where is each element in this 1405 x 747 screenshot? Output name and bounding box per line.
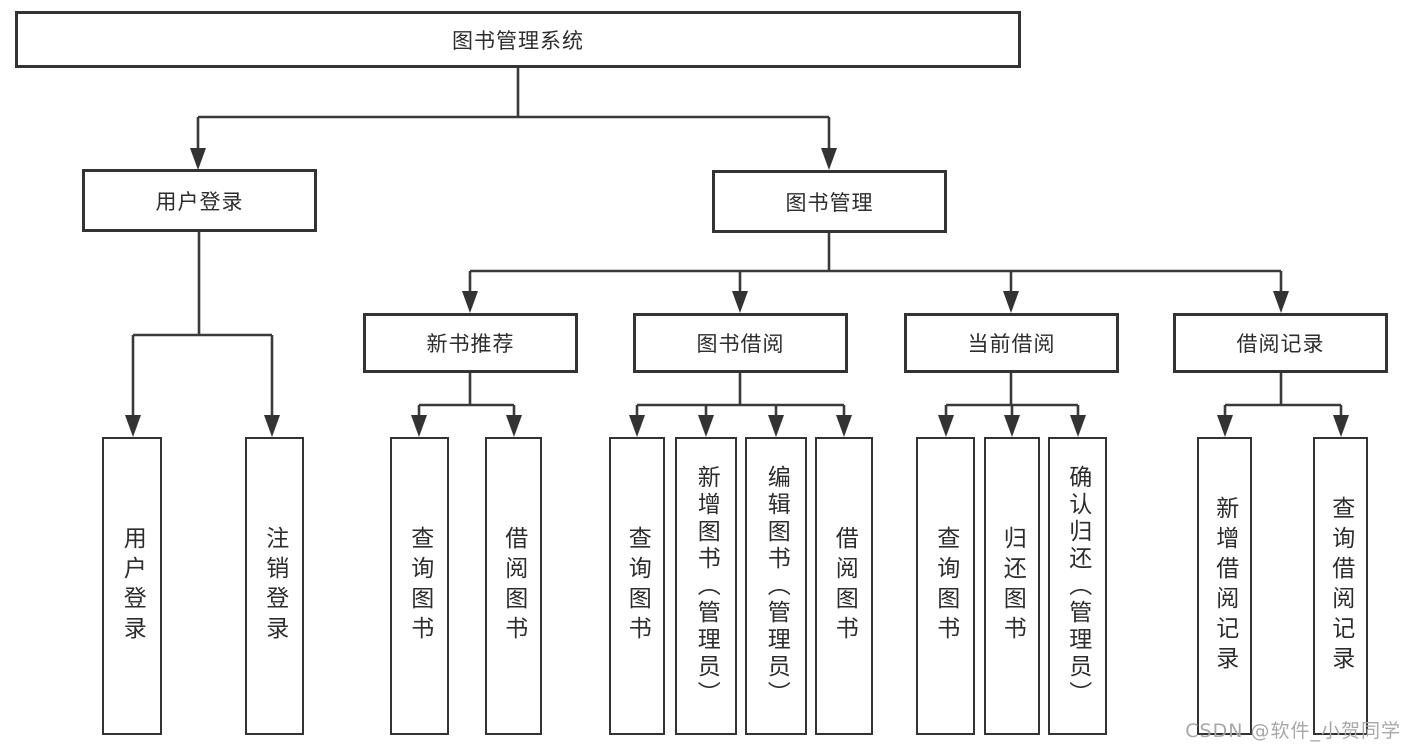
node-root: 图书管理系统: [15, 11, 1021, 68]
watermark: CSDN @软件_小贺同学: [1185, 720, 1401, 742]
leaf-confirm-return-admin-label: 确认归还（管理员）: [1064, 464, 1091, 708]
leaf-add-books-admin-label: 新增图书（管理员）: [693, 464, 720, 708]
node-user-login-label: 用户登录: [155, 189, 244, 214]
leaf-user-login: 用户登录: [102, 437, 162, 735]
leaf-query-books-borrowing-label: 查询图书: [624, 526, 651, 646]
leaf-confirm-return-admin: 确认归还（管理员）: [1048, 437, 1107, 735]
leaf-add-borrow-record-label: 新增借阅记录: [1211, 496, 1238, 676]
leaf-borrow-books-recommend: 借阅图书: [485, 437, 542, 735]
leaf-logout: 注销登录: [245, 437, 304, 735]
node-root-label: 图书管理系统: [452, 28, 584, 53]
leaf-query-borrow-record-label: 查询借阅记录: [1327, 496, 1354, 676]
leaf-query-books-borrowing: 查询图书: [609, 437, 665, 735]
node-current-borrowing-label: 当前借阅: [967, 332, 1056, 356]
leaf-return-books: 归还图书: [984, 437, 1040, 735]
leaf-edit-books-admin-label: 编辑图书（管理员）: [763, 464, 790, 708]
leaf-edit-books-admin: 编辑图书（管理员）: [745, 437, 807, 735]
leaf-query-books-current-label: 查询图书: [932, 526, 959, 646]
node-book-borrowing-label: 图书借阅: [696, 332, 785, 356]
leaf-query-borrow-record: 查询借阅记录: [1313, 437, 1368, 735]
node-borrowing-records: 借阅记录: [1173, 313, 1388, 373]
node-book-management: 图书管理: [712, 170, 947, 233]
leaf-add-borrow-record: 新增借阅记录: [1197, 437, 1252, 735]
node-borrowing-records-label: 借阅记录: [1236, 332, 1325, 356]
leaf-query-books-recommend-label: 查询图书: [406, 526, 433, 646]
leaf-return-books-label: 归还图书: [999, 526, 1026, 646]
node-book-management-label: 图书管理: [785, 190, 874, 215]
leaf-user-login-label: 用户登录: [119, 526, 146, 646]
leaf-query-books-current: 查询图书: [916, 437, 975, 735]
node-new-book-recommendation-label: 新书推荐: [426, 332, 515, 356]
node-user-login: 用户登录: [82, 169, 317, 232]
leaf-logout-label: 注销登录: [261, 526, 288, 646]
leaf-borrow-books-borrowing: 借阅图书: [815, 437, 873, 735]
node-new-book-recommendation: 新书推荐: [363, 313, 578, 373]
node-current-borrowing: 当前借阅: [904, 313, 1119, 373]
leaf-borrow-books-recommend-label: 借阅图书: [500, 526, 527, 646]
leaf-add-books-admin: 新增图书（管理员）: [675, 437, 737, 735]
leaf-borrow-books-borrowing-label: 借阅图书: [831, 526, 858, 646]
node-book-borrowing: 图书借阅: [633, 313, 848, 373]
arrowheads: [125, 148, 1349, 437]
leaf-query-books-recommend: 查询图书: [390, 437, 449, 735]
